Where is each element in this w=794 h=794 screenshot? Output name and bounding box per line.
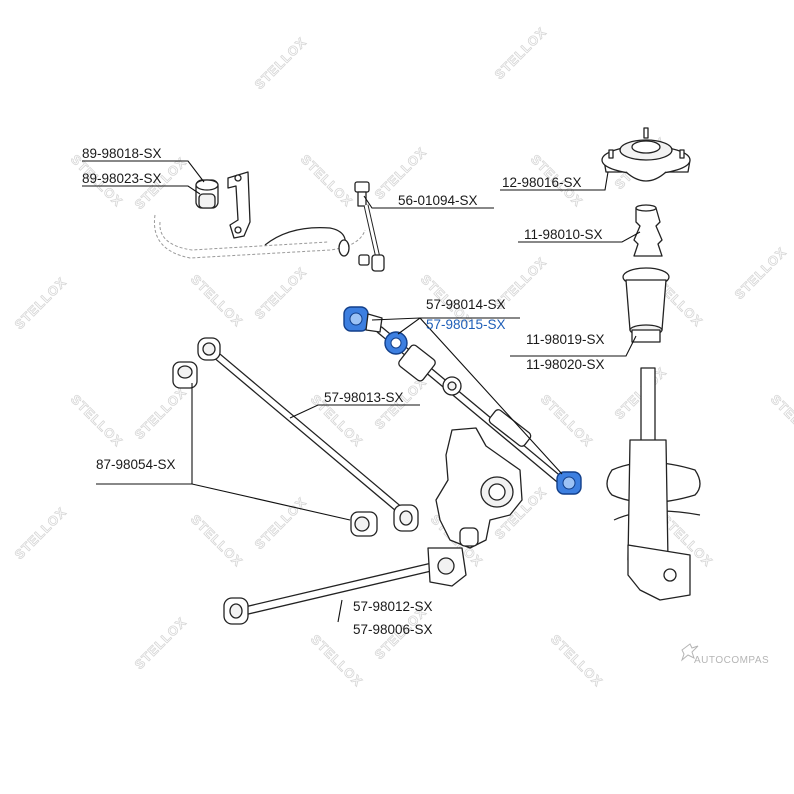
label-p3[interactable]: 56-01094-SX: [398, 193, 478, 208]
toe-link-bushing-inner[interactable]: [343, 306, 369, 332]
label-p5[interactable]: 11-98010-SX: [524, 227, 603, 242]
label-p8[interactable]: 11-98019-SX: [526, 332, 605, 347]
watermark-stellox-10: STELLOX: [252, 494, 310, 552]
lower-control-arm[interactable]: [223, 547, 467, 625]
watermark-stellox-29: STELLOX: [768, 392, 794, 450]
stabilizer-bracket[interactable]: [227, 171, 251, 239]
label-p13[interactable]: 57-98006-SX: [353, 622, 433, 637]
part-labels: 89-98018-SX 89-98023-SX 56-01094-SX 12-9…: [82, 146, 605, 637]
watermark-stellox-30: STELLOX: [68, 392, 126, 450]
label-p2[interactable]: 89-98023-SX: [82, 171, 162, 186]
label-p11[interactable]: 87-98054-SX: [96, 457, 176, 472]
strut-mount[interactable]: [601, 127, 691, 182]
watermark-stellox-32: STELLOX: [308, 632, 366, 690]
watermark-stellox-0: STELLOX: [12, 274, 70, 332]
watermark-stellox-31: STELLOX: [188, 512, 246, 570]
brand-watermark: AUTOCOMPAS: [680, 643, 769, 666]
toe-link-inner-end: [365, 313, 383, 333]
bump-stop[interactable]: [633, 204, 663, 257]
lateral-link-arm[interactable]: [197, 337, 419, 532]
watermark-stellox-8: STELLOX: [492, 24, 550, 82]
watermark-stellox-19: STELLOX: [188, 272, 246, 330]
label-p9[interactable]: 11-98020-SX: [526, 357, 605, 372]
label-p10[interactable]: 57-98013-SX: [324, 390, 404, 405]
label-p7[interactable]: 57-98015-SX: [426, 317, 506, 332]
stabilizer-bar: [153, 214, 366, 259]
watermark-stellox-2: STELLOX: [252, 34, 310, 92]
arm-bushing-upper[interactable]: [172, 361, 198, 389]
brand-watermark-text: AUTOCOMPAS: [694, 655, 769, 666]
toe-link-bushing-ring[interactable]: [384, 331, 408, 355]
leader-lines: [82, 160, 641, 623]
label-p12[interactable]: 57-98012-SX: [353, 599, 433, 614]
stabilizer-bushing[interactable]: [195, 179, 219, 209]
label-p4[interactable]: 12-98016-SX: [502, 175, 582, 190]
shock-absorber: [606, 367, 701, 601]
toe-link-bushing-outer[interactable]: [556, 471, 582, 495]
watermark-stellox-22: STELLOX: [548, 632, 606, 690]
watermark-stellox-25: STELLOX: [538, 392, 596, 450]
watermark-stellox-4: STELLOX: [12, 504, 70, 562]
arm-bushing-lower[interactable]: [350, 511, 378, 537]
watermark-stellox-5: STELLOX: [132, 384, 190, 442]
label-p1[interactable]: 89-98018-SX: [82, 146, 162, 161]
stabilizer-link[interactable]: [354, 181, 385, 272]
label-p6[interactable]: 57-98014-SX: [426, 297, 506, 312]
compass-icon: [680, 643, 699, 662]
watermark-stellox-23: STELLOX: [298, 152, 356, 210]
dust-boot[interactable]: [622, 267, 670, 343]
stabilizer-bar-end: [264, 227, 350, 257]
watermark-stellox-17: STELLOX: [732, 244, 790, 302]
watermark-stellox-6: STELLOX: [252, 264, 310, 322]
watermark-stellox-9: STELLOX: [132, 614, 190, 672]
toe-link-assembly[interactable]: [376, 326, 564, 484]
rear-knuckle: [435, 427, 523, 549]
